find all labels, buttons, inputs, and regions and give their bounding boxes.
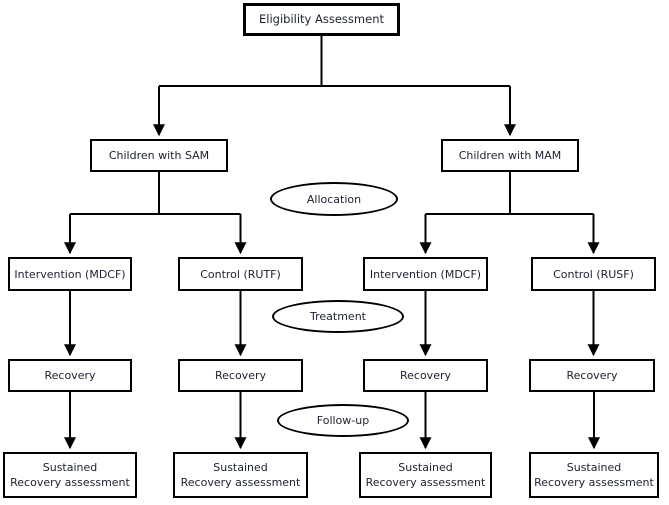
node-line: Recovery assessment [10,476,130,489]
node-eligibility-assessment: Eligibility Assessment [243,3,400,36]
node-line: Sustained [213,461,268,474]
node-line: Recovery assessment [365,476,486,489]
node-sustained-recovery-1: Sustained Recovery assessment [3,452,137,498]
node-recovery-3: Recovery [363,359,488,392]
node-children-with-mam: Children with MAM [441,139,579,172]
node-children-with-sam: Children with SAM [90,139,228,172]
node-intervention-mdcf-sam: Intervention (MDCF) [8,257,132,291]
node-recovery-1: Recovery [8,359,132,392]
node-line: Sustained [42,461,98,474]
ellipse-followup-phase: Follow-up [277,404,409,437]
node-line: Recovery assessment [534,476,654,489]
node-control-rusf: Control (RUSF) [531,257,656,291]
node-intervention-mdcf-mam: Intervention (MDCF) [363,257,488,291]
ellipse-treatment-phase: Treatment [272,300,404,333]
node-line: Recovery assessment [180,476,301,489]
node-recovery-4: Recovery [529,359,655,392]
ellipse-allocation-phase: Allocation [270,182,398,216]
node-control-rutf: Control (RUTF) [178,257,303,291]
node-sustained-recovery-4: Sustained Recovery assessment [529,452,659,498]
node-sustained-recovery-2: Sustained Recovery assessment [173,452,308,498]
node-sustained-recovery-3: Sustained Recovery assessment [359,452,492,498]
node-line: Sustained [398,461,453,474]
node-recovery-2: Recovery [178,359,303,392]
node-line: Sustained [566,461,622,474]
